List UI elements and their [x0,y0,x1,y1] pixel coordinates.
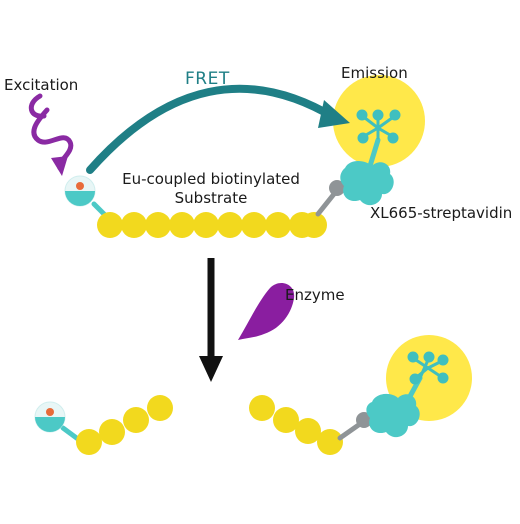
europium-donor-icon [64,175,96,207]
enzyme-label: Enzyme [285,286,345,304]
xl665-fluorophore-bottom-icon [407,351,449,385]
substrate-fragment-right [249,395,343,455]
reaction-arrowhead [199,356,223,382]
xl665-fluorophore-icon [356,109,401,144]
fret-arrowhead [318,100,350,128]
excitation-wave-icon [28,93,74,176]
substrate-fragment-left [76,395,173,455]
excitation-label: Excitation [4,76,79,94]
emission-label: Emission [341,64,408,82]
acceptor-label: XL665-streptavidin [370,204,513,222]
enzyme-icon [238,283,295,340]
substrate-label-line1: Eu-coupled biotinylated [122,170,300,188]
biotin-linker-top [315,191,337,217]
biotin-bottom [356,412,372,428]
europium-donor-bottom-icon [34,401,66,433]
fret-label: FRET [185,69,230,89]
streptavidin-acceptor-icon [340,137,394,206]
substrate-bead-chain-top [97,212,327,238]
biotin-linker-bottom [337,421,363,441]
substrate-label-line2: Substrate [174,189,248,207]
biotin-top [329,180,345,196]
fret-arrow [86,84,339,174]
